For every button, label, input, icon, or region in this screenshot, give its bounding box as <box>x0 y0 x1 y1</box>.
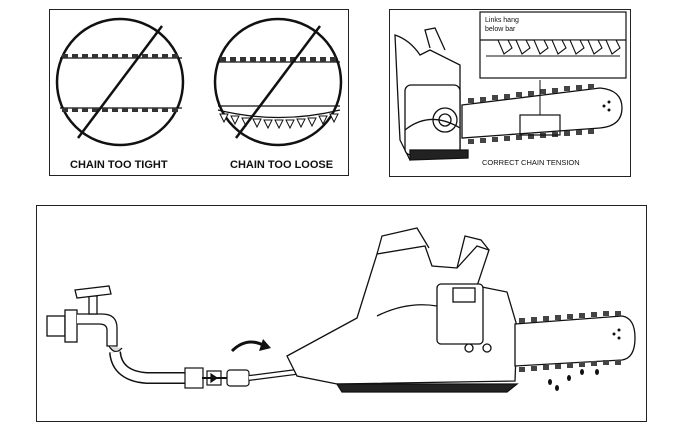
chainsaw-illustration <box>286 227 519 393</box>
links-hang-inset: Links hang below bar <box>479 11 627 79</box>
chain-too-tight-illustration <box>55 17 185 147</box>
correct-tension-caption: CORRECT CHAIN TENSION <box>482 158 580 167</box>
hose-cleaning-illustration <box>46 227 636 393</box>
water-faucet-illustration <box>46 285 123 353</box>
chainsaw-body-illustration <box>394 27 469 161</box>
inset-note-line-1: Links hang <box>485 17 519 24</box>
chain-too-loose-illustration <box>213 17 343 147</box>
hose-cleaning-panel <box>36 205 647 422</box>
correct-chain-tension-panel: Links hang below bar CORRECT CHAIN TENSI… <box>389 9 631 177</box>
water-drips-icon <box>548 369 599 391</box>
chain-too-loose-caption: CHAIN TOO LOOSE <box>230 159 333 171</box>
guide-bar-illustration <box>461 87 623 139</box>
chain-too-tight-caption: CHAIN TOO TIGHT <box>70 159 168 171</box>
hose-connector <box>184 367 250 389</box>
chain-comparison-illustration: CHAIN TOO TIGHT CHAIN TOO LOOSE <box>55 17 343 171</box>
chain-links <box>468 84 594 144</box>
correct-tension-illustration: Links hang below bar CORRECT CHAIN TENSI… <box>394 11 627 167</box>
guide-bar-illustration <box>514 311 636 372</box>
inset-note-line-2: below bar <box>485 26 516 33</box>
chain-tension-comparison-panel: CHAIN TOO TIGHT CHAIN TOO LOOSE <box>49 9 349 176</box>
